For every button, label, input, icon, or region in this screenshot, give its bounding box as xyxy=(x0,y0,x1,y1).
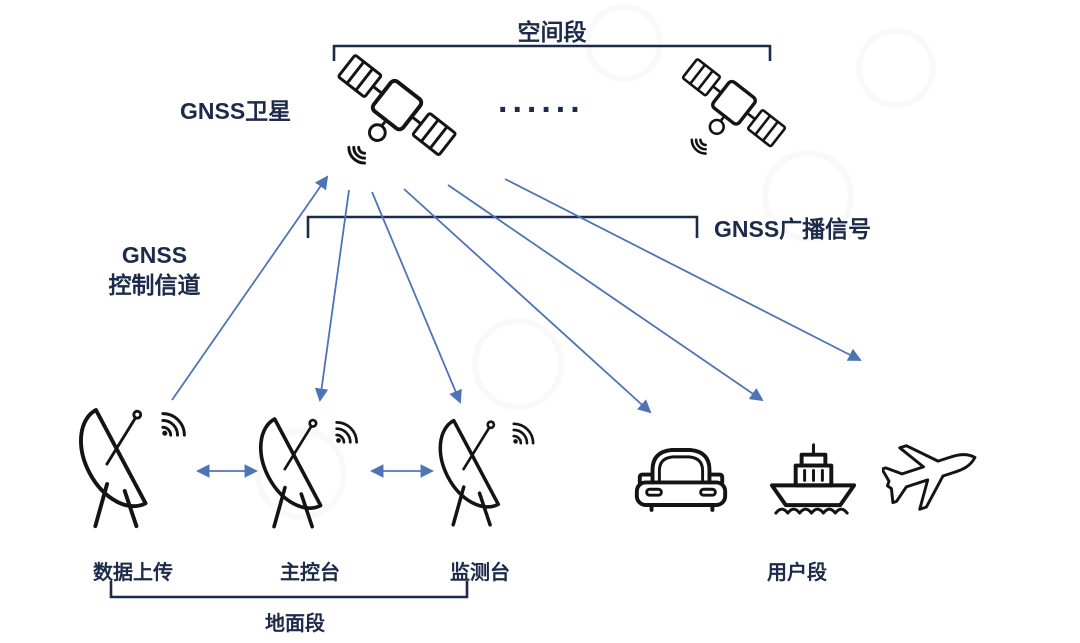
control-uplink-arrow xyxy=(171,175,329,401)
control-channel-line1: GNSS xyxy=(121,242,188,268)
station-label-upload: 数据上传 xyxy=(93,562,173,584)
control-channel-label: GNSS 控制信道 xyxy=(92,240,217,300)
ground-segment-label: 地面段 xyxy=(265,613,325,635)
station-label-master: 主控台 xyxy=(280,562,340,584)
satellite-dish-icon xyxy=(79,408,186,529)
satellite-icon xyxy=(337,54,457,165)
user-segment-label: 用户段 xyxy=(767,562,827,584)
satellite-dish-icon xyxy=(438,418,535,527)
ship-icon xyxy=(769,443,857,515)
downlink-arrow-car xyxy=(403,188,652,414)
control-channel-line2: 控制信道 xyxy=(108,272,201,298)
station-label-monitor: 监测台 xyxy=(450,562,510,584)
downlink-arrow-ship xyxy=(447,184,764,402)
space-segment-bracket xyxy=(332,44,772,61)
ellipsis-dots: ...... xyxy=(498,82,585,120)
airplane-icon xyxy=(882,444,977,511)
downlink-arrow-plane xyxy=(504,178,862,361)
downlink-arrow-monitor xyxy=(371,191,462,404)
downlink-arrow-master xyxy=(314,189,350,403)
ground-segment-bracket xyxy=(109,581,469,599)
space-segment-label: 空间段 xyxy=(517,19,587,45)
broadcast-signal-bracket xyxy=(306,215,699,238)
broadcast-signal-label: GNSS广播信号 xyxy=(714,216,872,242)
car-icon xyxy=(634,448,728,512)
gnss-satellite-label: GNSS卫星 xyxy=(180,98,292,124)
satellite-dish-icon xyxy=(258,417,358,529)
satellite-icon xyxy=(681,58,787,155)
